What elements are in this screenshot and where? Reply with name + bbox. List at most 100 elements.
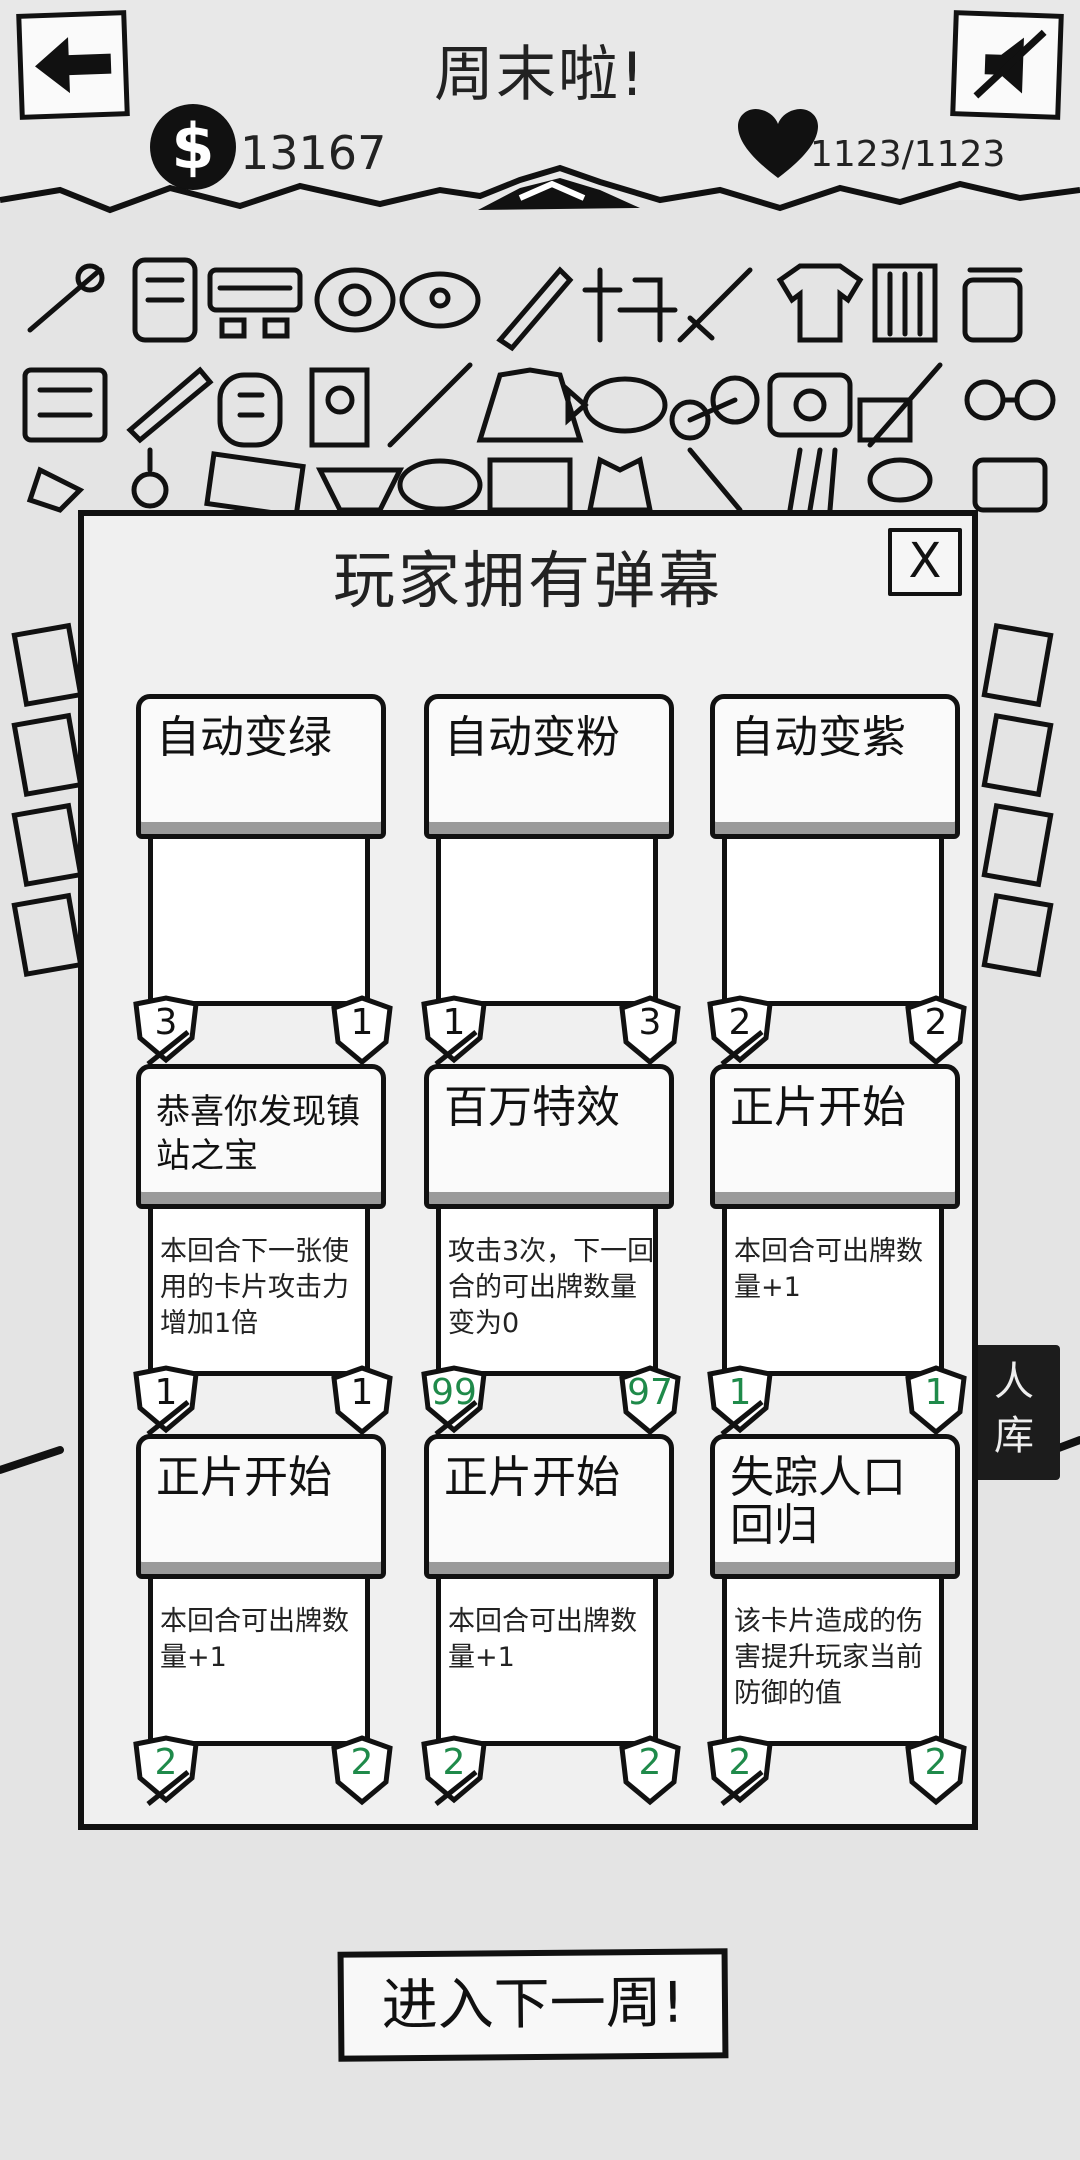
pen-icon [857,362,943,448]
cabinet-icon [872,263,938,343]
side-menu-button[interactable]: 人 库 [970,1345,1060,1480]
card-power-badge: 2 [900,994,972,1066]
tool-icon [867,457,933,503]
shield-icon [619,995,681,1066]
card-cost: 3 [154,1002,178,1043]
card[interactable]: 失踪人口回归 该卡片造成的伤害提升玩家当前防御的值 2 2 [707,1434,967,1806]
card-header [136,694,386,839]
shield-icon [421,1735,487,1806]
card-header [424,1064,674,1209]
blade-icon [677,267,753,343]
owned-barrage-dialog: 玩家拥有弹幕 X 自动变绿 3 1 自动变粉 1 3 自动变紫 [78,510,978,1830]
card-power: 1 [924,1372,948,1413]
heart-icon [738,108,818,178]
keyboard-icon [207,267,303,339]
camera-icon [767,372,853,438]
discount-tag-icon [972,457,1048,513]
card[interactable]: 自动变绿 3 1 [133,694,393,1066]
top-bar: 周末啦! $ 13167 1123/1123 [0,0,1080,200]
card-title: 正片开始 [730,1082,906,1133]
card-cost-badge: 3 [130,994,202,1066]
spider-icon [131,447,169,509]
card-power: 1 [350,1372,374,1413]
card-power: 2 [350,1742,374,1783]
shield-icon [133,1365,199,1436]
card[interactable]: 正片开始 本回合可出牌数量+1 1 1 [707,1064,967,1436]
card-header [424,694,674,839]
card-power: 1 [350,1002,374,1043]
card-cost-badge: 2 [418,1734,490,1806]
bag-icon [217,372,283,448]
item-icon-grid [0,170,1080,1570]
card-cost: 1 [728,1372,752,1413]
card[interactable]: 自动变粉 1 3 [421,694,681,1066]
card[interactable]: 正片开始 本回合可出牌数量+1 2 2 [421,1434,681,1806]
card-cost-badge: 1 [704,1364,776,1436]
card-power-badge: 3 [614,994,686,1066]
card-power: 2 [638,1742,662,1783]
card-power: 2 [924,1742,948,1783]
shield-icon [905,1365,967,1436]
candy-icon [314,267,396,333]
card-cost-badge: 1 [418,994,490,1066]
card-power: 97 [627,1372,673,1413]
shirt-icon [776,263,864,343]
shield-icon [619,1735,681,1806]
card[interactable]: 恭喜你发现镇站之宝 本回合下一张使用的卡片攻击力增加1倍 1 1 [133,1064,393,1436]
card[interactable]: 百万特效 攻击3次，下一回合的可出牌数量变为0 99 97 [421,1064,681,1436]
shield-icon [133,1735,199,1806]
banner-icon [22,367,108,443]
shield-icon [331,995,393,1066]
coin-icon: $ [150,104,236,190]
card-cost-badge: 1 [130,1364,202,1436]
next-week-button[interactable]: 进入下一周! [337,1948,729,2062]
card-power-badge: 2 [614,1734,686,1806]
shield-icon [421,995,487,1066]
card-title: 正片开始 [156,1452,332,1503]
mute-button[interactable] [950,10,1064,120]
shield-icon [707,1735,773,1806]
sign-icon [204,451,306,519]
card-description: 本回合可出牌数量+1 [734,1236,923,1303]
fish2-icon [565,376,668,434]
close-button[interactable]: X [888,528,962,596]
carrot-icon [126,366,214,444]
card-title: 自动变绿 [156,712,332,763]
card-power: 2 [924,1002,948,1043]
sword-icon [27,263,105,333]
bicycle-icon [669,375,760,441]
card-description: 该卡片造成的伤害提升玩家当前防御的值 [734,1606,923,1709]
dress-icon [476,367,584,443]
card-cost-badge: 99 [418,1364,490,1436]
card-header [710,694,960,839]
card-cost: 1 [154,1372,178,1413]
shield-icon [331,1735,393,1806]
card-power-badge: 2 [326,1734,398,1806]
card-cost: 2 [728,1002,752,1043]
card-title: 自动变紫 [730,712,906,763]
glasses-icon [964,379,1056,421]
card-title: 自动变粉 [444,712,620,763]
coin-count: 13167 [240,126,387,180]
back-button[interactable] [16,10,130,120]
stick-icon [687,447,743,513]
bowl-icon [315,467,405,513]
panel-icon [309,367,370,448]
card-header [710,1064,960,1209]
shield-icon [619,1365,681,1436]
card-cost: 99 [431,1372,477,1413]
card-title: 正片开始 [444,1452,620,1503]
side-button-label-2: 库 [994,1413,1034,1459]
card-power-badge: 97 [614,1364,686,1436]
card-power-badge: 1 [326,1364,398,1436]
spear-icon [387,362,473,448]
hanging-text-icon [582,267,678,343]
card-header [136,1434,386,1579]
card[interactable]: 正片开始 本回合可出牌数量+1 2 2 [133,1434,393,1806]
card-title: 失踪人口回归 [730,1452,906,1551]
card-description: 本回合可出牌数量+1 [160,1606,349,1673]
card[interactable]: 自动变紫 2 2 [707,694,967,1066]
card-description: 攻击3次，下一回合的可出牌数量变为0 [448,1236,655,1339]
card-cost-badge: 2 [704,1734,776,1806]
vest-icon [586,456,654,513]
